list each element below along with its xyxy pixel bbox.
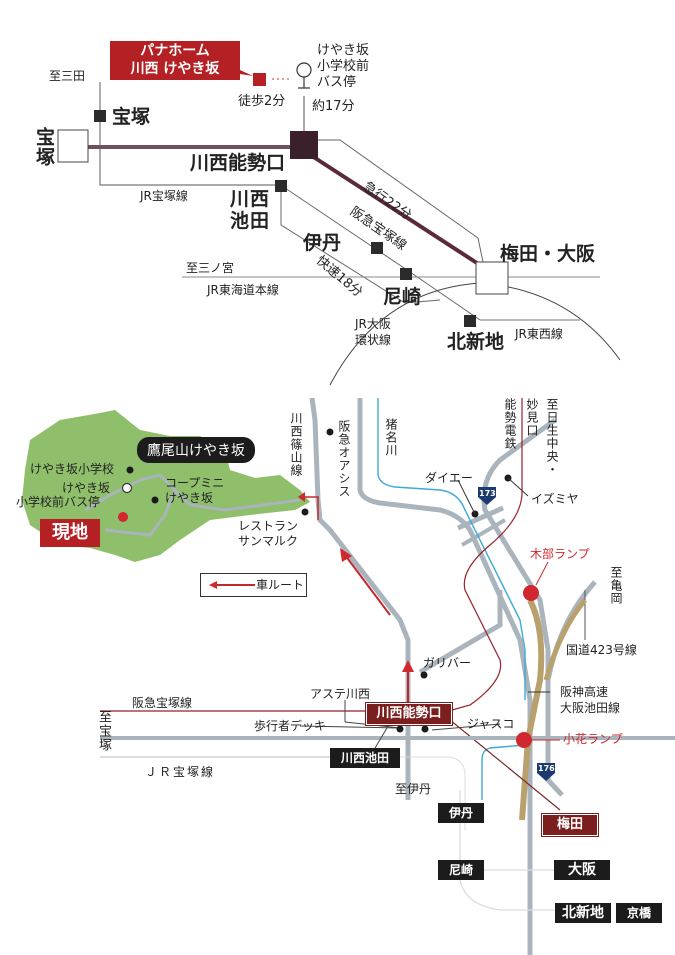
car-route-arrow-icon [209,581,255,589]
umeda-osaka: 梅田・大阪 [500,243,596,265]
kibe-ramp-label: 木部ランプ [530,547,590,561]
umeda-station-box: 梅田 [541,813,599,837]
site-label: 現地 [40,519,100,547]
bus-stop-label-a: けやき坂 [62,481,111,495]
ikeda-station-box: 川西池田 [330,748,400,768]
jr-line-label: ＪＲ宝塚線 [145,765,216,779]
obana-ramp-label: 小花ランプ [563,732,623,746]
jr-tokaido-line: JR東海道本線 [207,283,279,297]
gulliver-label: ガリバー [423,656,472,670]
legend-box: 車ルート [200,573,307,597]
amagasaki-station-box: 尼崎 [438,860,484,880]
hankyu-line-label: 阪急宝塚線 [132,696,193,710]
school-label: けやき坂小学校 [30,462,115,476]
bus-stop-label-2: 小学校前 [317,59,370,74]
takarazuka-terminal: 宝塚 [33,127,55,167]
to-nissei: 至日生中央・ [545,398,559,476]
area-name-label: 鷹尾山けやき坂 [137,437,255,463]
noseguchi-station-box: 川西能勢口 [365,702,453,726]
izumiya-label: イズミヤ [531,492,579,506]
jusco-label: ジャスコ [467,717,515,731]
bus-stop-label-1: けやき坂 [317,43,370,58]
to-sannomiya: 至三ノ宮 [186,261,235,275]
inagawa-river: 猪名川 [384,418,398,457]
hanshin-expressway-1: 阪神高速 [560,685,609,699]
coop-label-1: コープミニ [165,476,225,490]
kawanishi-sasayama-line: 川西篠山線 [289,412,303,477]
route-423-label: 国道423号線 [566,643,637,657]
restaurant-label-1: レストラン [238,519,299,533]
jr-tozai-line: JR東西線 [515,327,563,341]
itami-station-box: 伊丹 [438,803,484,823]
hankyu-oasis: 阪急オアシス [337,420,351,498]
kawanishi-ikeda: 川西池田 [230,188,271,232]
kitashinchi-station-box: 北新地 [555,903,611,923]
kyobashi-station-box: 京橋 [616,903,662,923]
bus-stop-label-3: バス停 [317,75,357,90]
route-173-shield: 173 [479,489,496,498]
amagasaki-station: 尼崎 [383,286,422,308]
hanshin-expressway-2: 大阪池田線 [560,701,621,715]
to-kameoka: 至亀岡 [609,566,623,605]
aste-kawanishi-label: アステ川西 [310,687,371,701]
kitashinchi-station: 北新地 [447,331,505,353]
jr-osaka-loop-1: JR大阪 [355,317,391,331]
restaurant-label-2: サンマルク [238,534,299,548]
coop-label-2: けやき坂 [165,491,214,505]
osaka-station-box: 大阪 [554,860,610,880]
route-176-shield: 176 [538,764,555,773]
kawanishi-noseguchi: 川西能勢口 [190,152,286,174]
to-myokenguchi: 妙見口 [525,398,539,437]
bus-stop-label-b: 小学校前バス停 [16,495,101,509]
property-label: パナホーム 川西 けやき坂 [110,41,240,80]
walk-time: 徒歩2分 [238,94,286,109]
to-sanda: 至三田 [49,69,86,83]
to-itami-label: 至伊丹 [395,782,432,796]
itami-station: 伊丹 [303,232,342,254]
takarazuka-station: 宝塚 [112,106,151,128]
bus-time: 約17分 [312,99,355,114]
daiei-label: ダイエー [425,471,473,485]
legend-car-route: 車ルート [256,578,305,592]
jr-osaka-loop-2: 環状線 [355,333,392,347]
pedestrian-deck-label: 歩行者デッキ [254,719,327,733]
to-takarazuka: 至宝塚 [96,710,111,752]
jr-takarazuka-line: JR宝塚線 [140,189,188,203]
nose-railway: 能勢電鉄 [503,398,517,450]
